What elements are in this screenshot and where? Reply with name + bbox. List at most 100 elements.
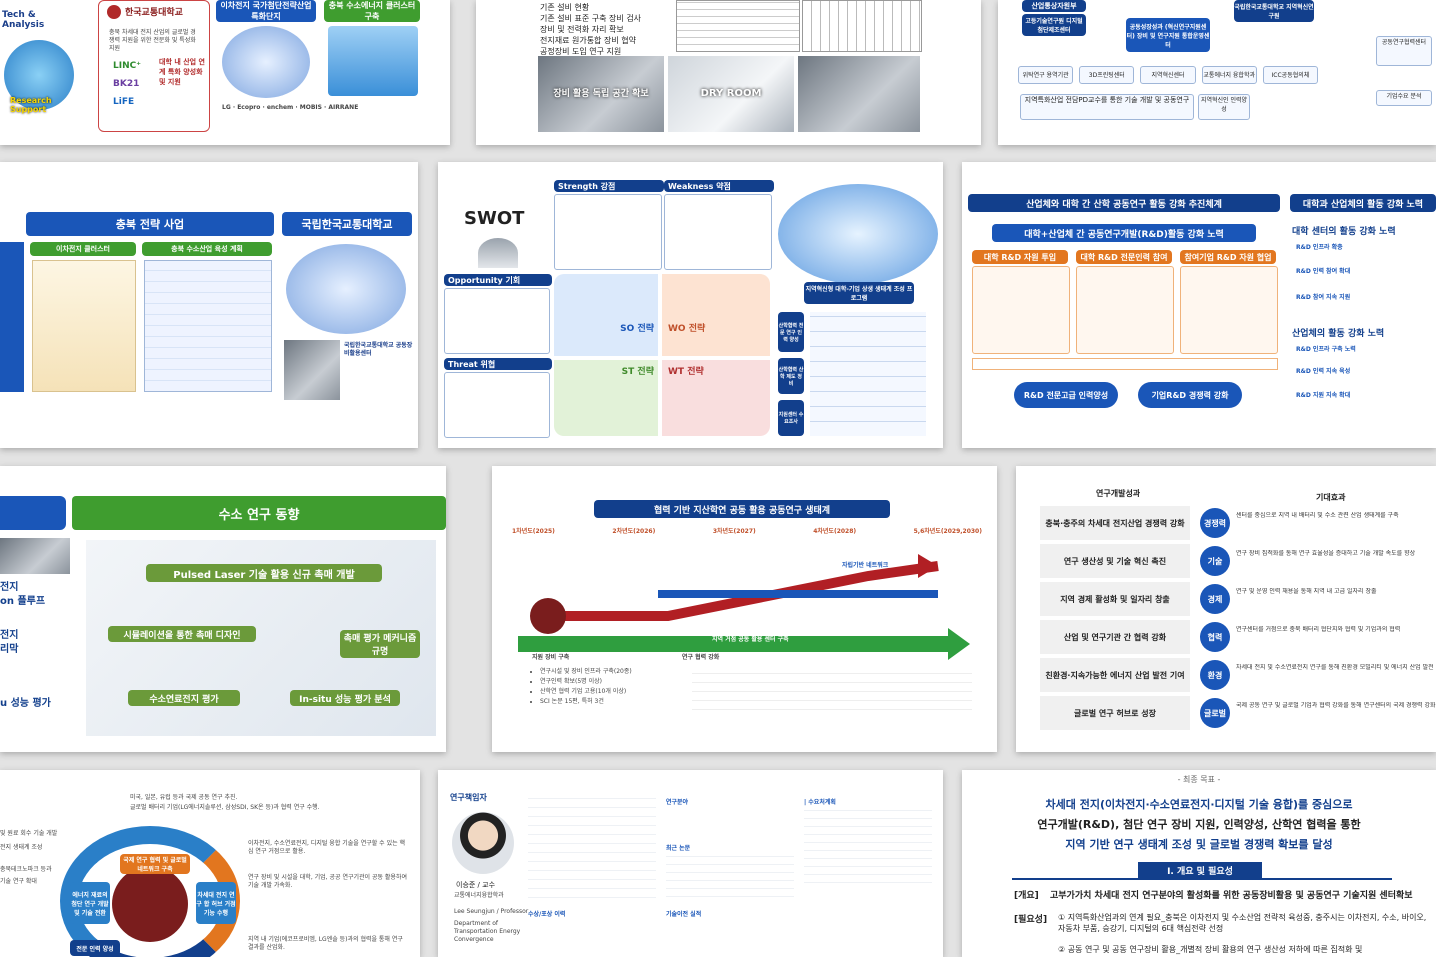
rnd-talent-pill: R&D 전문고급 인력양성	[1014, 382, 1118, 408]
effect-desc: 국제 공동 연구 및 글로벌 기업과 협력 강화를 통해 연구센터의 국제 경쟁…	[1236, 702, 1436, 709]
research-item: 촉매 평가 메커니즘 규명	[340, 630, 420, 658]
swot-opportunity-box	[444, 288, 550, 354]
effect-tag: 경쟁력	[1200, 508, 1230, 538]
slide-hydrogen-research[interactable]: 수소 연구 동향 전지 on 플루프 전지 리막 u 성능 평가 Pulsed …	[0, 466, 446, 752]
dome-icon	[478, 238, 518, 268]
pi-dept-en: Department of Transportation Energy Conv…	[454, 920, 521, 943]
st-label: ST 전략	[621, 367, 654, 377]
slide-chungbuk-strategy[interactable]: 충북 전략 사업 국립한국교통대학교 이차전지 클러스터 충북 수소산업 육성 …	[0, 162, 418, 448]
industry-col-body	[1180, 266, 1278, 354]
left-edge-bar	[0, 242, 24, 392]
equipment-row: 기존 설비 표준 구축 장비 검사	[540, 14, 642, 23]
hydrogen-cluster-map	[328, 26, 418, 96]
univ-title: 국립한국교통대학교	[282, 212, 412, 236]
bk21-logo-icon: BK21	[113, 79, 140, 89]
slide-industry-rnd[interactable]: 산업체와 대학 간 산학 공동연구 활동 강화 추진체계 대학과 산업체의 활동…	[962, 162, 1436, 448]
slide-expected-effects[interactable]: 연구개발성과 기대효과 충북·충주의 차세대 전지산업 경쟁력 강화 경쟁력 센…	[1016, 466, 1436, 752]
equipment-row: 전지재료 원가통합 장비 협약	[540, 36, 636, 45]
roadmap-stage: 지원 장비 구축	[532, 654, 570, 661]
photo-dry-room: DRY ROOM	[668, 56, 794, 132]
coop-bullet: 지역 내 기업(에코프로비엠, LG엔솔 등)과의 협력을 통해 연구 결과를 …	[248, 936, 403, 951]
roadmap-arrow-label: 지역 거점 공동 활용 센터 구축	[712, 636, 789, 643]
partner-logos: LG · Ecopro · enchem · MOBIS · AIRRANE	[222, 104, 359, 111]
battery-cluster-map	[32, 260, 136, 392]
effect-row: 연구 생산성 및 기술 혁신 촉진 기술 연구 장비 집적화를 통해 연구 효율…	[1040, 544, 1436, 578]
strategy-title: 충북 전략 사업	[26, 212, 274, 236]
photo-lab-space: 장비 활용 독립 공간 확보	[538, 56, 664, 132]
goal-line-2: 연구개발(R&D), 첨단 연구 장비 지원, 인력양성, 산학연 협력을 통한	[1037, 818, 1361, 831]
slide-equipment[interactable]: 기존 설비 현황 기존 설비 표준 구축 장비 검사 장비 및 전력화 자리 확…	[476, 0, 981, 145]
equipment-row: 공정장비 도입 연구 지원	[540, 47, 622, 56]
left-text: 리막	[0, 644, 19, 655]
effect-desc: 차세대 전지 및 수소연료전지 연구를 통해 친환경 모빌리티 및 에너지 산업…	[1236, 664, 1434, 671]
roadmap-year: 1차년도(2025)	[512, 528, 555, 535]
univ-name: 한국교통대학교	[125, 8, 183, 18]
final-goal-label: - 최종 목표 -	[1177, 775, 1221, 784]
photo-dry-room-caption: DRY ROOM	[700, 88, 762, 99]
battery-cluster-title: 이차전지 국가첨단전략산업 특화단지	[216, 0, 316, 22]
left-text: 전지	[0, 630, 19, 641]
slide-cluster-overview[interactable]: Tech & Analysis Research Support 한국교통대학교…	[0, 0, 450, 145]
world-map	[778, 184, 938, 284]
org-bottom-left: 지역특화산업 전담PD교수를 통한 기술 개발 및 공동연구	[1020, 94, 1194, 120]
st-quadrant: ST 전략	[554, 360, 658, 436]
rnd-competitiveness-pill: 기업R&D 경쟁력 강화	[1138, 382, 1242, 408]
org-right-box-2: 기업수요 분석	[1376, 90, 1432, 106]
hydrogen-cluster-title: 충북 수소에너지 클러스터 구축	[324, 0, 420, 22]
effect-row: 충북·충주의 차세대 전지산업 경쟁력 강화 경쟁력 센터를 중심으로 지역 내…	[1040, 506, 1436, 540]
slide-final-goal[interactable]: - 최종 목표 - 차세대 전지(이차전지·수소연료전지·디지털 기술 융합)를…	[962, 770, 1436, 957]
slide-global-cooperation[interactable]: 및 원료 회수 기술 개발 전지 생태계 조성 충북테크노파크 등과 기술 연구…	[0, 770, 420, 957]
effort-item: R&D 지원 지속 확대	[1296, 392, 1351, 399]
battery-cluster-map	[222, 26, 310, 98]
outcome-text: 친환경·지속가능한 에너지 산업 발전 기여	[1040, 658, 1190, 692]
left-note: 충북테크노파크 등과	[0, 866, 52, 873]
slide-pi-profile[interactable]: 연구책임자 이승준 / 교수 교통에너지융합학과 Lee Seungjun / …	[438, 770, 943, 957]
battery-cluster-sub: 이차전지 클러스터	[30, 242, 136, 256]
effect-desc: 연구센터를 거점으로 충북 배터리 협단지와 협력 및 기업과의 협력	[1236, 626, 1401, 633]
roadmap-stage: 연구 협력 강화	[682, 654, 720, 661]
pi-career-list	[528, 796, 656, 906]
pi-section-title: 연구책임자	[450, 793, 487, 802]
org-node-row: 위탁연구 용역기관 3D프린팅센터 지역혁신센터 교통에너지 융합학과 ICC공…	[1018, 66, 1319, 84]
photo-lab-space-caption: 장비 활용 독립 공간 확보	[553, 89, 649, 99]
effect-tag: 환경	[1200, 660, 1230, 690]
coop-bullet: 연구 장비 및 시설을 대학, 기업, 공공 연구기관이 공동 활용하여 기술 …	[248, 874, 407, 889]
slide-ecosystem-roadmap[interactable]: 협력 기반 지산학연 공동 활용 공동연구 생태계 1차년도(2025) 2차년…	[492, 466, 997, 752]
swot-opportunity-header: Opportunity 기회	[444, 274, 552, 286]
outcome-text: 충북·충주의 차세대 전지산업 경쟁력 강화	[1040, 506, 1190, 540]
roadmap-arrows	[518, 554, 970, 660]
org-node: 3D프린팅센터	[1079, 66, 1135, 84]
outcome-text: 글로벌 연구 허브로 성장	[1040, 696, 1190, 730]
overview-section-header: I. 개요 및 필요성	[1138, 862, 1262, 878]
slide-swot[interactable]: SWOT Strength 강점 Weakness 약점 Opportunity…	[438, 162, 943, 448]
univ-network-diagram	[286, 244, 406, 334]
floor-plan-2	[802, 0, 922, 52]
org-top-right: 국립한국교통대학교 지역혁신연구원	[1234, 0, 1314, 22]
swot-side-item: 산학협력 산학 제도 정비	[778, 358, 804, 394]
floor-plan	[676, 0, 800, 52]
univ-emblem-icon	[530, 598, 566, 634]
need-text-2: ② 공동 연구 및 공동 연구장비 활용_개별적 장비 활용의 연구 생산성 저…	[1058, 945, 1363, 954]
effect-desc: 연구 장비 집적화를 통해 연구 효율성을 증대하고 기술 개발 속도를 향상	[1236, 550, 1416, 557]
org-node: 위탁연구 용역기관	[1018, 66, 1074, 84]
left-text: u 성능 평가	[0, 698, 51, 709]
equipment-row: 장비 및 전력화 자리 확보	[540, 25, 624, 34]
roadmap-bottom-item: 연구시설 및 장비 인프라 구축(20종)	[540, 668, 690, 676]
wt-quadrant: WT 전략	[662, 360, 770, 436]
research-globe	[4, 40, 74, 110]
green-arrow-bar	[518, 636, 948, 652]
outcome-text: 지역 경제 활성화 및 일자리 창출	[1040, 582, 1190, 616]
slide-org-chart[interactable]: 산업통상자원부 고등기술연구원 디지털 첨단제조센터 공동성장성과 (혁신연구지…	[998, 0, 1436, 145]
effect-desc: 연구 및 운영 인력 채용을 통해 지역 내 고급 일자리 창출	[1236, 588, 1377, 595]
pi-name-line: 이승준 / 교수	[456, 881, 496, 889]
research-item: 수소연료전지 평가	[128, 690, 240, 706]
swot-weakness-box	[664, 194, 772, 270]
effect-desc: 센터를 중심으로 지역 내 배터리 및 수소 관련 산업 생태계를 구축	[1236, 512, 1399, 519]
hydrogen-plan-table	[144, 260, 272, 392]
org-center-box: 공동성장성과 (혁신연구지원센터) 장비 및 연구지원 통합운영센터	[1126, 18, 1210, 52]
industry-col-body	[1076, 266, 1174, 354]
outcome-text: 산업 및 연구기관 간 협력 강화	[1040, 620, 1190, 654]
swot-strength-header: Strength 강점	[554, 180, 664, 192]
pi-role: 교수	[482, 881, 496, 889]
univ-effort-title: 대학 센터의 활동 강화 노력	[1292, 227, 1396, 237]
